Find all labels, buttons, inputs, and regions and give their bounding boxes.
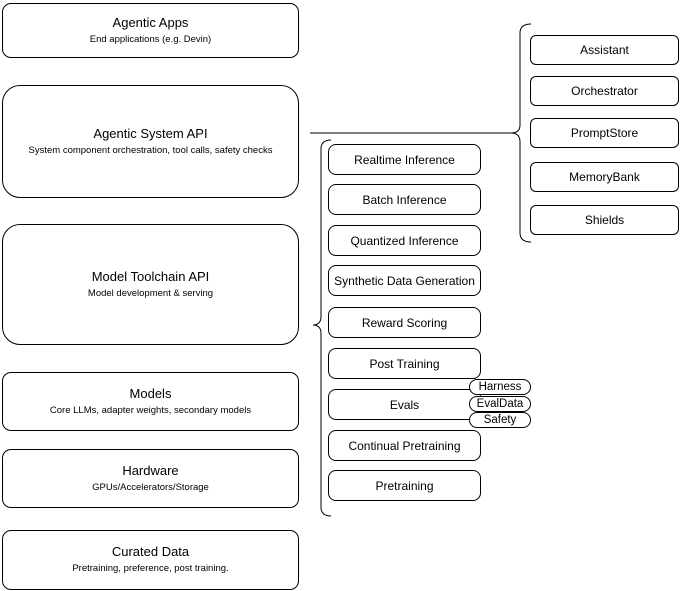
node-synthetic-data-generation: Synthetic Data Generation: [328, 265, 481, 296]
node-reward-scoring: Reward Scoring: [328, 307, 481, 338]
tag-harness: Harness: [469, 379, 531, 395]
node-hardware: Hardware GPUs/Accelerators/Storage: [2, 449, 299, 508]
node-curated-data: Curated Data Pretraining, preference, po…: [2, 530, 299, 590]
node-promptstore: PromptStore: [530, 118, 679, 148]
tag-label: Safety: [483, 414, 517, 426]
tag-evaldata: EvalData: [469, 396, 531, 412]
node-orchestrator: Orchestrator: [530, 76, 679, 106]
node-shields: Shields: [530, 205, 679, 235]
node-label: Post Training: [369, 356, 440, 371]
node-subtitle: Pretraining, preference, post training.: [72, 563, 229, 575]
node-label: Reward Scoring: [361, 315, 448, 330]
node-realtime-inference: Realtime Inference: [328, 144, 481, 175]
node-title: Agentic System API: [93, 125, 208, 141]
node-subtitle: Core LLMs, adapter weights, secondary mo…: [49, 404, 252, 416]
node-label: Synthetic Data Generation: [334, 273, 475, 288]
node-post-training: Post Training: [328, 348, 481, 379]
node-subtitle: Model development & serving: [87, 287, 214, 299]
node-agentic-system-api: Agentic System API System component orch…: [2, 85, 299, 198]
node-label: Shields: [584, 213, 625, 227]
node-label: Pretraining: [375, 478, 434, 493]
right-column-brace: [510, 23, 532, 243]
node-model-toolchain-api: Model Toolchain API Model development & …: [2, 224, 299, 345]
node-label: Realtime Inference: [354, 152, 455, 167]
node-label: PromptStore: [570, 126, 639, 140]
node-label: Batch Inference: [362, 192, 447, 207]
node-subtitle: GPUs/Accelerators/Storage: [92, 481, 209, 493]
node-label: Orchestrator: [571, 84, 638, 98]
node-agentic-apps: Agentic Apps End applications (e.g. Devi…: [2, 3, 299, 58]
node-label: MemoryBank: [569, 170, 640, 184]
node-assistant: Assistant: [530, 35, 679, 65]
node-models: Models Core LLMs, adapter weights, secon…: [2, 372, 299, 431]
node-subtitle: End applications (e.g. Devin): [89, 33, 212, 45]
tag-label: EvalData: [476, 398, 524, 410]
tag-label: Harness: [478, 381, 522, 393]
node-evals: Evals: [328, 389, 481, 420]
node-title: Hardware: [122, 462, 179, 478]
node-pretraining: Pretraining: [328, 470, 481, 501]
node-title: Model Toolchain API: [91, 268, 210, 284]
node-subtitle: System component orchestration, tool cal…: [28, 144, 273, 156]
node-label: Continual Pretraining: [348, 438, 461, 453]
tag-safety: Safety: [469, 412, 531, 428]
node-title: Curated Data: [111, 544, 190, 560]
node-label: Assistant: [580, 43, 629, 57]
node-label: Evals: [389, 397, 420, 412]
node-batch-inference: Batch Inference: [328, 184, 481, 215]
node-continual-pretraining: Continual Pretraining: [328, 430, 481, 461]
node-title: Agentic Apps: [112, 14, 189, 30]
node-quantized-inference: Quantized Inference: [328, 225, 481, 256]
node-title: Models: [129, 385, 172, 401]
node-label: Quantized Inference: [350, 233, 459, 248]
node-memorybank: MemoryBank: [530, 162, 679, 192]
